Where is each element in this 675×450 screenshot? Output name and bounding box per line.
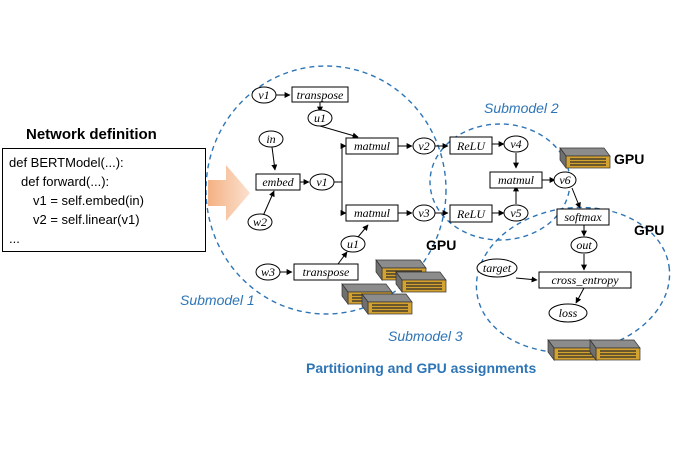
submodel-1-boundary: [205, 65, 447, 315]
submodel-2-label: Submodel 2: [484, 100, 559, 116]
node-v6: v6: [559, 173, 570, 187]
gpu-icon-submodel2: [559, 147, 611, 169]
node-w2: w2: [253, 215, 267, 229]
node-u1-bottom: u1: [347, 237, 359, 251]
gpu-icon-submodel3: [547, 339, 641, 361]
node-cross-entropy: cross_entropy: [551, 273, 619, 287]
node-matmul-right: matmul: [498, 173, 535, 187]
code-line-4: v2 = self.linear(v1): [33, 212, 140, 227]
code-box: def BERTModel(...): def forward(...): v1…: [2, 148, 206, 252]
submodel-3-label: Submodel 3: [388, 328, 463, 344]
node-target: target: [483, 261, 512, 275]
node-in: in: [266, 132, 275, 146]
node-matmul-top: matmul: [354, 139, 391, 153]
node-v4: v4: [510, 137, 521, 151]
node-loss: loss: [559, 306, 578, 320]
code-line-3: v1 = self.embed(in): [33, 193, 144, 208]
gpu-label-1: GPU: [426, 237, 456, 253]
node-embed: embed: [262, 175, 294, 189]
node-v1-mid: v1: [316, 175, 327, 189]
code-line-1: def BERTModel(...):: [9, 155, 124, 170]
flow-arrow: [208, 165, 250, 221]
code-line-2: def forward(...):: [21, 174, 110, 189]
node-relu-bottom: ReLU: [456, 207, 486, 221]
code-line-5: ...: [9, 231, 20, 246]
node-transpose-bottom: transpose: [303, 265, 350, 279]
node-relu-top: ReLU: [456, 139, 486, 153]
submodel-1-label: Submodel 1: [180, 292, 255, 308]
node-u1-top: u1: [314, 111, 326, 125]
node-matmul-bottom: matmul: [354, 206, 391, 220]
node-v1-top: v1: [258, 88, 269, 102]
node-out: out: [576, 238, 592, 252]
node-v3: v3: [418, 206, 429, 220]
network-definition-title: Network definition: [26, 126, 157, 143]
gpu-label-3: GPU: [634, 222, 664, 238]
node-w3: w3: [261, 265, 275, 279]
gpu-label-2: GPU: [614, 151, 644, 167]
node-v5: v5: [510, 206, 521, 220]
node-v2: v2: [418, 139, 429, 153]
node-softmax: softmax: [564, 210, 602, 224]
node-transpose-top: transpose: [297, 88, 344, 102]
caption: Partitioning and GPU assignments: [306, 360, 536, 376]
